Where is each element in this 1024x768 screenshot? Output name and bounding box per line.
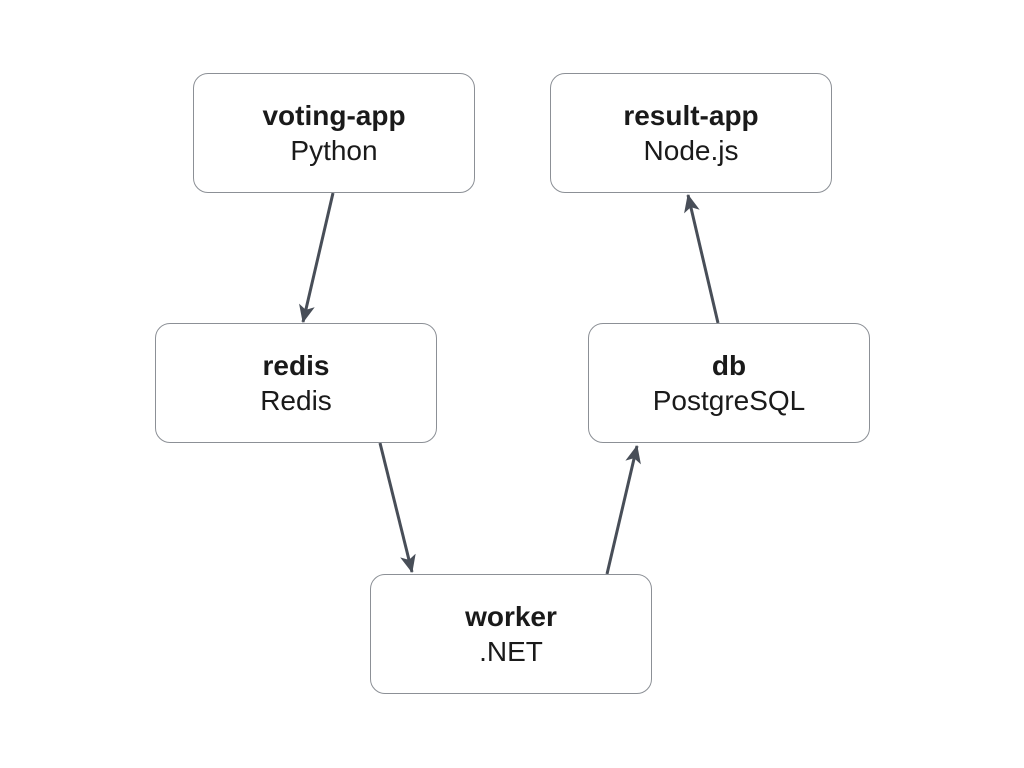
node-db-tech: PostgreSQL <box>652 385 806 416</box>
edge-db-to-result-app <box>684 194 720 324</box>
edge-worker-to-db <box>605 445 641 575</box>
node-redis-name: redis <box>262 350 330 381</box>
node-result-app-name: result-app <box>623 100 759 131</box>
edge-redis-to-worker <box>378 442 416 573</box>
node-db: db PostgreSQL <box>588 323 870 443</box>
node-result-app: result-app Node.js <box>550 73 832 193</box>
node-redis: redis Redis <box>155 323 437 443</box>
node-voting-app-name: voting-app <box>262 100 406 131</box>
node-worker-tech: .NET <box>479 636 543 667</box>
node-result-app-tech: Node.js <box>643 135 739 166</box>
node-db-name: db <box>711 350 747 381</box>
node-worker: worker .NET <box>370 574 652 694</box>
node-voting-app-tech: Python <box>290 135 378 166</box>
node-voting-app: voting-app Python <box>193 73 475 193</box>
node-redis-tech: Redis <box>260 385 332 416</box>
edge-voting-app-to-redis <box>299 192 335 323</box>
node-worker-name: worker <box>465 601 557 632</box>
